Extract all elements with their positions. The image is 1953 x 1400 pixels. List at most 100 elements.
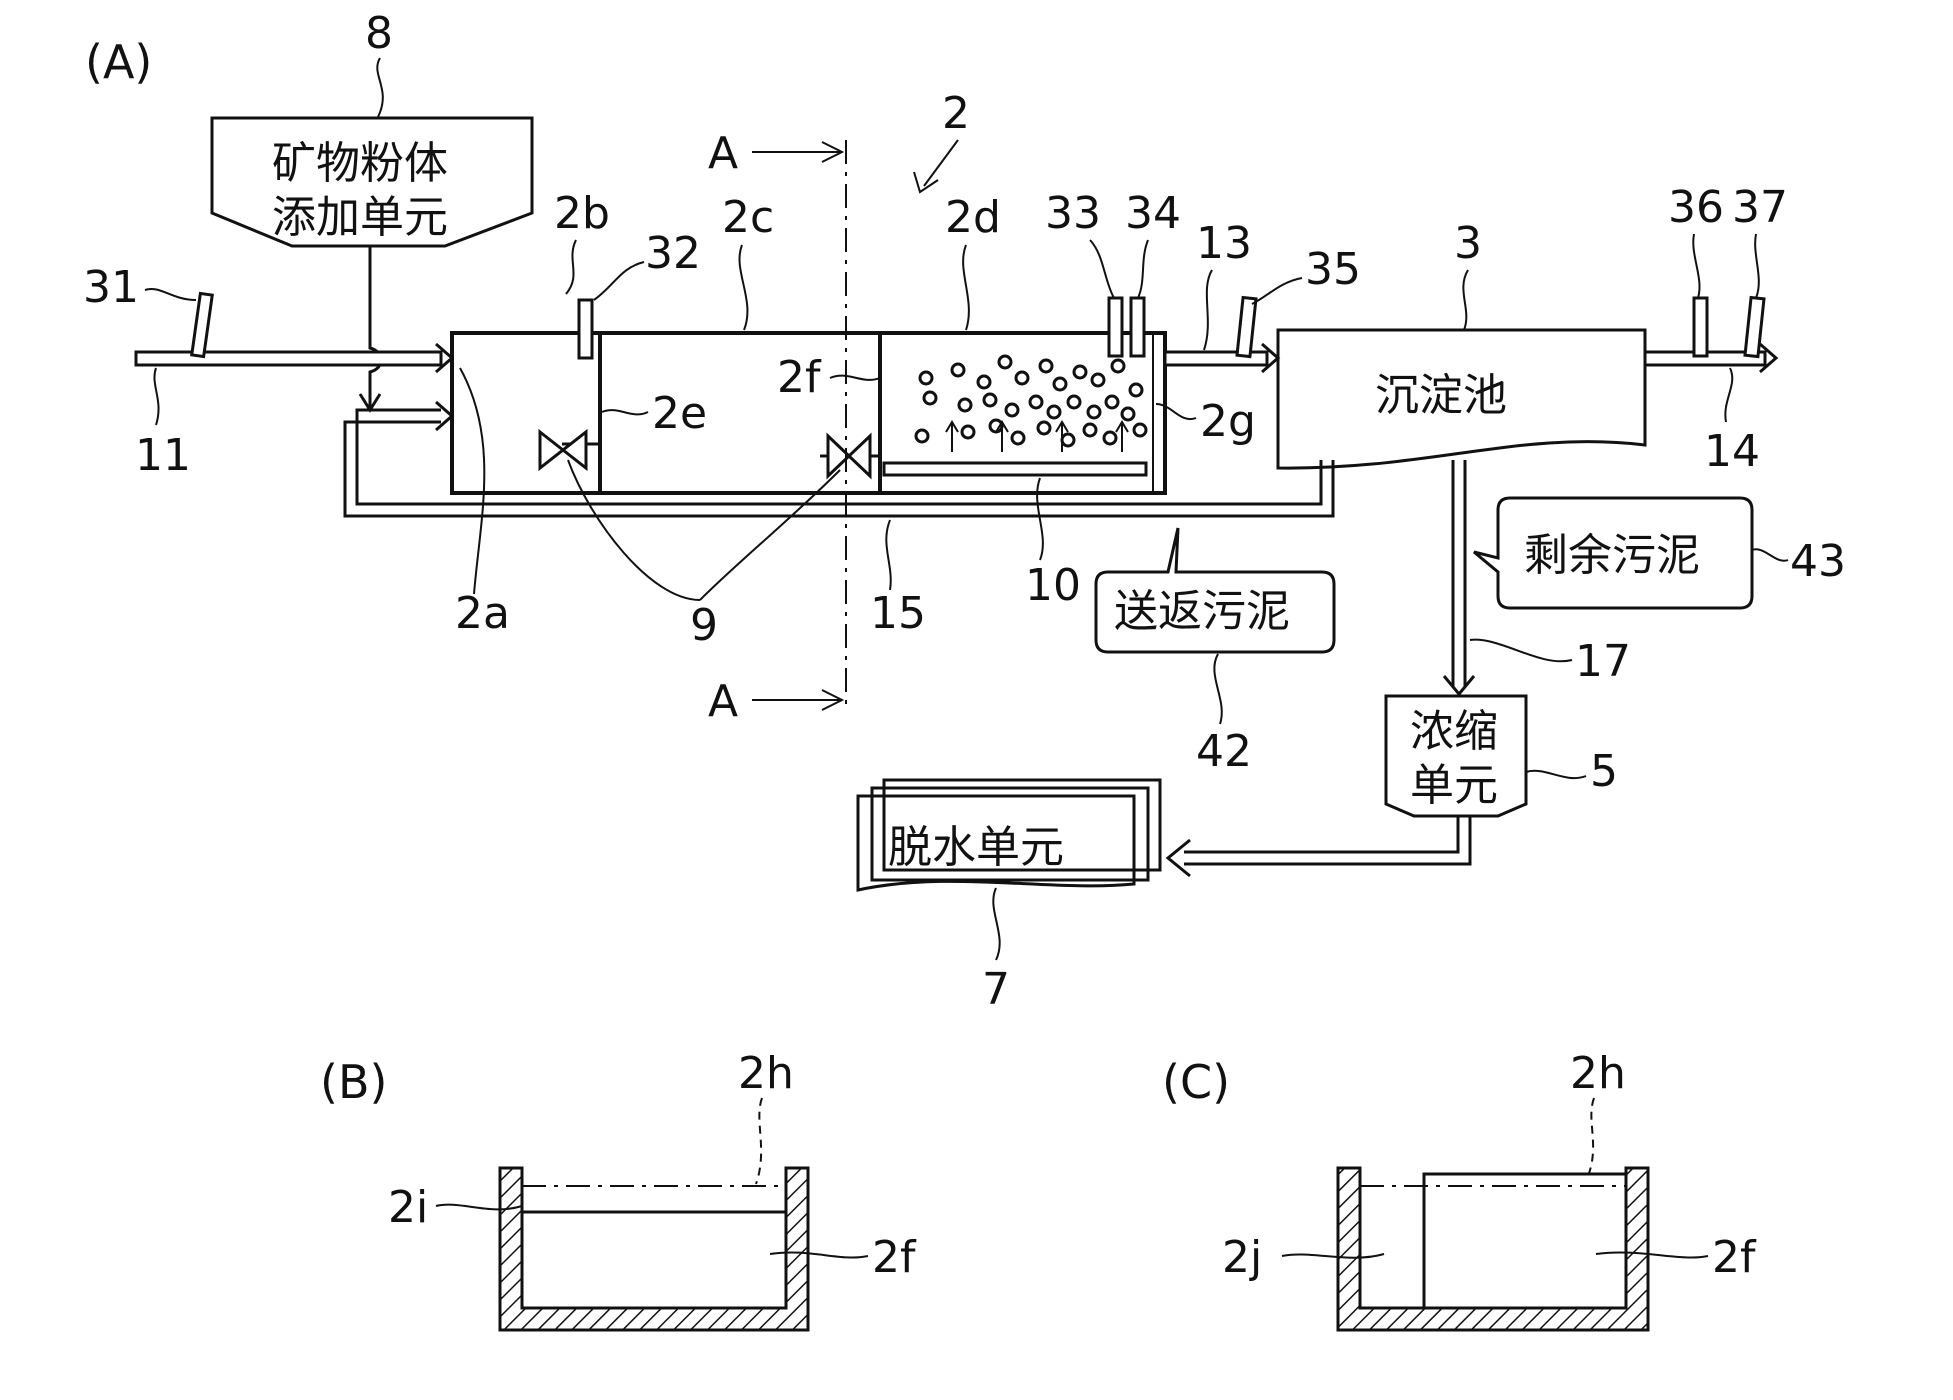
ref-36: 36 [1668, 182, 1724, 233]
air-bubbles [914, 354, 1148, 448]
ref-33: 33 [1045, 188, 1101, 239]
ref-32: 32 [645, 228, 701, 279]
dewatering-unit-label: 脱水单元 [888, 822, 1064, 873]
ref-3: 3 [1454, 218, 1482, 269]
ref-34: 34 [1125, 188, 1181, 239]
leader-2g [1155, 403, 1197, 421]
ref-2d: 2d [945, 192, 1001, 243]
ref-2f: 2f [777, 352, 822, 403]
mineral-feed-line [368, 246, 383, 408]
ref-c-2j: 2j [1222, 1232, 1262, 1283]
gauge-37 [1743, 295, 1766, 359]
sedimentation-tank: 沉淀池 [1276, 328, 1647, 470]
leader-13 [1203, 269, 1213, 351]
valve-31 [190, 291, 214, 359]
leader-32 [593, 261, 645, 301]
section-mark-top: A [708, 128, 738, 179]
ref-2g: 2g [1200, 396, 1256, 447]
leader-14 [1724, 367, 1734, 423]
ref-15: 15 [870, 588, 926, 639]
return-sludge-label: 送返污泥 [1114, 586, 1290, 637]
leader-35 [1251, 277, 1303, 305]
ref-43: 43 [1790, 536, 1846, 587]
stirrer-icon [820, 432, 880, 480]
ref-2b: 2b [554, 188, 610, 239]
ref-9: 9 [690, 600, 718, 651]
gauge-33 [1107, 296, 1124, 358]
ref-11: 11 [135, 430, 191, 481]
partition-2f [1422, 1172, 1628, 1310]
leader-31 [144, 287, 197, 301]
stirrer-icon [538, 428, 600, 472]
panel-c-label: (C) [1162, 1055, 1230, 1109]
leader-2f [829, 374, 881, 381]
ref-7: 7 [982, 964, 1010, 1015]
ref-10: 10 [1025, 560, 1081, 611]
leader-37 [1754, 233, 1760, 299]
cross-section-c [1336, 1166, 1650, 1332]
panel-b-label: (B) [320, 1055, 387, 1109]
leader-8 [376, 57, 384, 118]
reaction-tank [450, 331, 1167, 495]
leader-2d [962, 244, 970, 331]
ref-c-2f: 2f [1712, 1232, 1757, 1283]
leader-10 [1036, 477, 1044, 561]
ref-35: 35 [1305, 244, 1361, 295]
surplus-sludge-label: 剩余污泥 [1524, 530, 1700, 581]
ref-42: 42 [1196, 726, 1252, 777]
cross-section-b [498, 1166, 810, 1332]
dewatering-feed-arrow [1165, 816, 1472, 878]
leader-34 [1137, 239, 1149, 299]
outlet-pipe [1163, 342, 1281, 374]
surplus-sludge-callout: 剩余污泥 [1473, 496, 1754, 610]
mineral-unit-label-line1: 矿物粉体 [272, 138, 448, 189]
leader-5 [1525, 769, 1587, 780]
ref-2e: 2e [652, 388, 707, 439]
thickening-unit-label-line2: 单元 [1410, 760, 1498, 811]
ref-37: 37 [1732, 182, 1788, 233]
thickening-unit: 浓缩 单元 [1384, 694, 1528, 818]
leader-b-2f [769, 1251, 869, 1259]
ref-17: 17 [1575, 636, 1631, 687]
return-sludge-callout: 送返污泥 [1094, 527, 1336, 654]
leader-7 [992, 887, 1001, 961]
section-mark-bottom: A [708, 676, 738, 727]
leader-c-2f [1595, 1251, 1709, 1259]
ref-b-2i: 2i [388, 1182, 428, 1233]
dewatering-unit: 脱水单元 [856, 778, 1162, 892]
leader-2c [738, 244, 749, 331]
section-line-a [752, 140, 847, 712]
leader-36 [1692, 233, 1701, 299]
leader-9 [567, 459, 841, 601]
leader-33 [1089, 239, 1115, 299]
gauge-35 [1235, 295, 1258, 359]
thickening-unit-label-line1: 浓缩 [1410, 706, 1498, 757]
ref-b-2h: 2h [738, 1048, 794, 1099]
ref-b-2f: 2f [872, 1232, 917, 1283]
leader-b-2i [435, 1203, 523, 1211]
leader-2 [913, 139, 959, 194]
ref-2c: 2c [722, 192, 774, 243]
ref-13: 13 [1196, 218, 1252, 269]
ref-8: 8 [365, 8, 393, 59]
leader-c-2j [1281, 1253, 1385, 1259]
leader-17 [1469, 638, 1573, 663]
gauge-36 [1692, 296, 1709, 358]
mineral-powder-addition-unit: 矿物粉体 添加单元 [210, 116, 534, 248]
aerator-pipe [882, 461, 1148, 477]
influent-pipe [134, 342, 455, 374]
leader-43 [1751, 548, 1789, 562]
ref-2: 2 [942, 88, 970, 139]
leader-15 [885, 519, 892, 591]
leader-42 [1213, 653, 1223, 725]
panel-a-label: (A) [85, 35, 152, 89]
leader-11 [153, 367, 160, 426]
gauge-34 [1129, 296, 1146, 358]
mineral-unit-label-line2: 添加单元 [272, 192, 448, 243]
leader-2b [565, 239, 577, 295]
gauge-32 [577, 298, 594, 360]
ref-c-2h: 2h [1570, 1048, 1626, 1099]
ref-14: 14 [1704, 426, 1760, 477]
sedimentation-tank-label: 沉淀池 [1375, 370, 1507, 421]
